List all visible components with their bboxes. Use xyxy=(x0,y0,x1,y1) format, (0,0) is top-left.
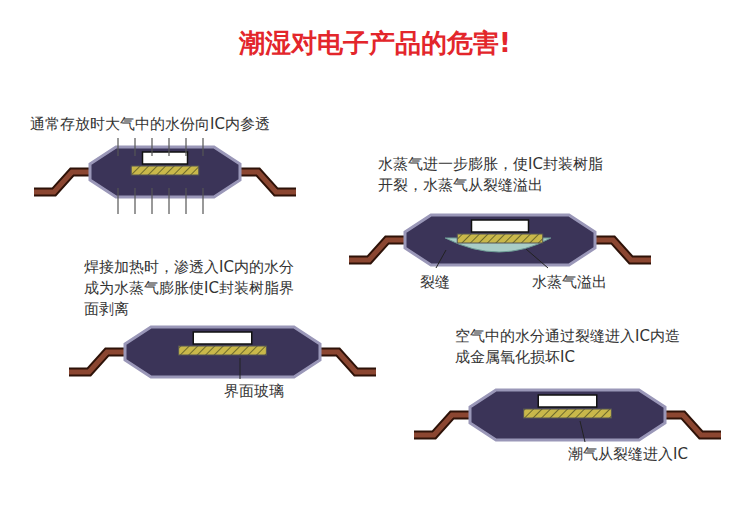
annotation-label: 水蒸气进一步膨胀，使IC封装树脂 开裂，水蒸气从裂缝溢出 xyxy=(378,154,605,196)
annotation-label: 潮气从裂缝进入IC xyxy=(568,444,690,465)
page-title: 潮湿对电子产品的危害! xyxy=(0,26,750,60)
leader-line xyxy=(580,421,585,442)
ic-package xyxy=(349,215,651,265)
ic-package xyxy=(34,138,296,214)
leader-line xyxy=(240,358,241,379)
leader-line xyxy=(436,250,446,268)
ic-package xyxy=(414,390,721,440)
annotation-label: 焊接加热时，渗透入IC内的水分 成为水蒸气膨胀使IC封装树脂界 面剥离 xyxy=(84,257,296,320)
annotation-label: 裂缝 xyxy=(420,272,452,293)
annotation-label: 水蒸气溢出 xyxy=(532,272,609,293)
leader-line xyxy=(526,249,548,268)
annotation-label: 空气中的水分通过裂缝进入IC内造 成金属氧化损坏IC xyxy=(455,326,682,368)
annotation-label: 界面玻璃 xyxy=(224,381,286,402)
annotation-label: 通常存放时大气中的水份向IC内参透 xyxy=(30,114,272,135)
ic-package xyxy=(69,327,376,377)
